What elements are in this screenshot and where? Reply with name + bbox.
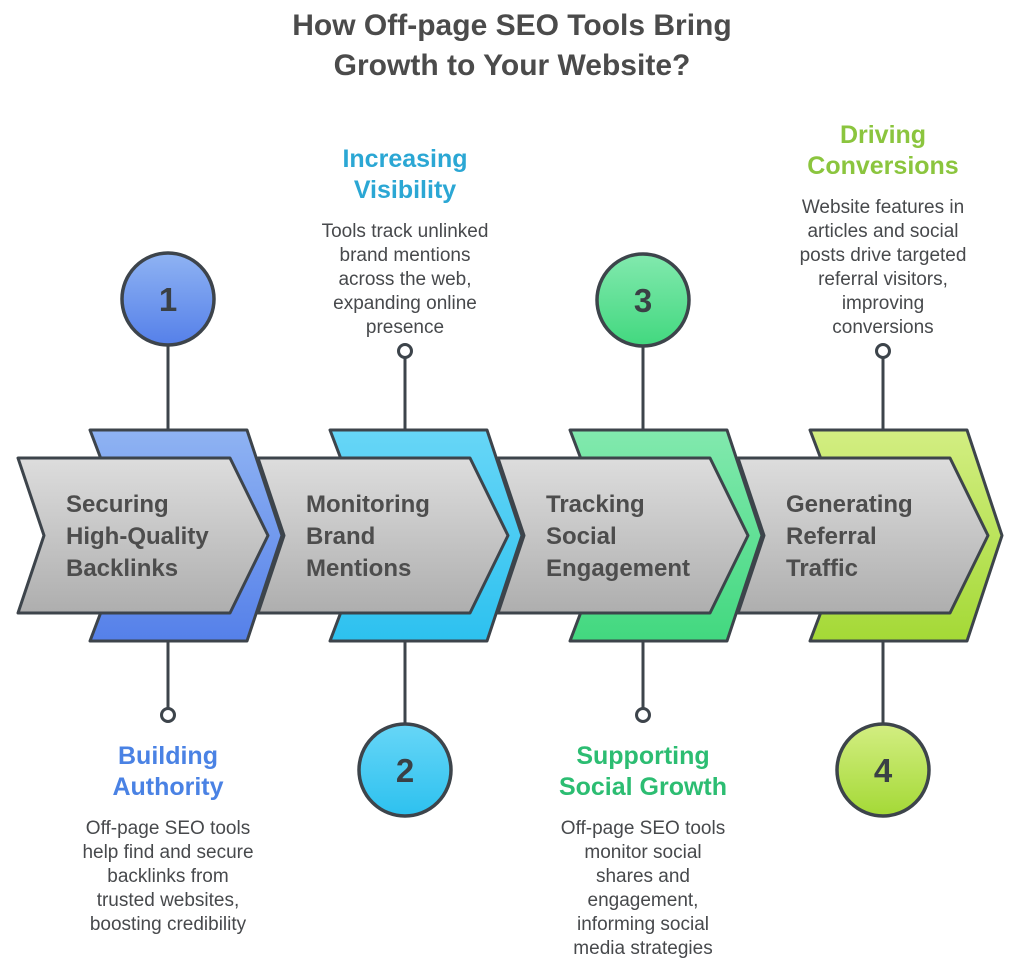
callout-step-1: Building Authority Off-page SEO tools he…: [44, 741, 292, 937]
endpoint-marker-2: [397, 343, 413, 359]
step-circles: [120, 251, 931, 818]
step-circle-1: [120, 251, 216, 347]
chevron-step-2: [256, 428, 524, 643]
callout-heading-2: Increasing Visibility: [342, 145, 468, 204]
chevron-gray-3: [496, 456, 750, 615]
chevron-step-4: [736, 428, 1004, 643]
callout-body-2: Tools track unlinked brand mentions acro…: [321, 221, 489, 338]
page-title: How Off-page SEO Tools Bring Growth to Y…: [292, 9, 732, 82]
step-number-2: 2: [395, 752, 415, 789]
callout-body-3: Off-page SEO tools monitor social shares…: [560, 818, 726, 959]
callout-body-4: Website features in articles and social …: [799, 197, 967, 338]
chevron-label-1: Securing High-Quality Backlinks: [66, 491, 209, 582]
chevron-step-3: [496, 428, 764, 643]
callout-heading-3: Supporting Social Growth: [558, 742, 728, 801]
chevron-label-4: Generating Referral Traffic: [786, 491, 913, 582]
endpoint-marker-3: [635, 707, 651, 723]
callout-heading-1: Building Authority: [112, 742, 224, 801]
chevron-gray-2: [256, 456, 510, 615]
step-circle-2: [357, 722, 453, 818]
chevron-band: [16, 428, 1004, 643]
step-circle-3: [595, 252, 691, 348]
callout-body-1: Off-page SEO tools help find and secure …: [82, 818, 254, 935]
step-number-4: 4: [873, 752, 893, 789]
endpoint-marker-1: [160, 707, 176, 723]
endpoint-markers: [160, 343, 891, 723]
chevron-label-3: Tracking Social Engagement: [546, 491, 691, 582]
callout-heading-4: Driving Conversions: [807, 121, 959, 180]
step-circle-4: [835, 722, 931, 818]
chevron-gray-1: [16, 456, 270, 615]
chevron-step-1: [16, 428, 284, 643]
chevron-gray-4: [736, 456, 990, 615]
callout-step-3: Supporting Social Growth Off-page SEO to…: [519, 741, 767, 960]
callout-step-4: Driving Conversions Website features in …: [759, 120, 1007, 340]
chevron-label-2: Monitoring Brand Mentions: [306, 491, 430, 582]
connector-lines: [166, 346, 885, 723]
endpoint-marker-4: [875, 343, 891, 359]
step-number-1: 1: [158, 281, 178, 318]
step-number-3: 3: [633, 282, 653, 319]
callout-step-2: Increasing Visibility Tools track unlink…: [281, 144, 529, 340]
